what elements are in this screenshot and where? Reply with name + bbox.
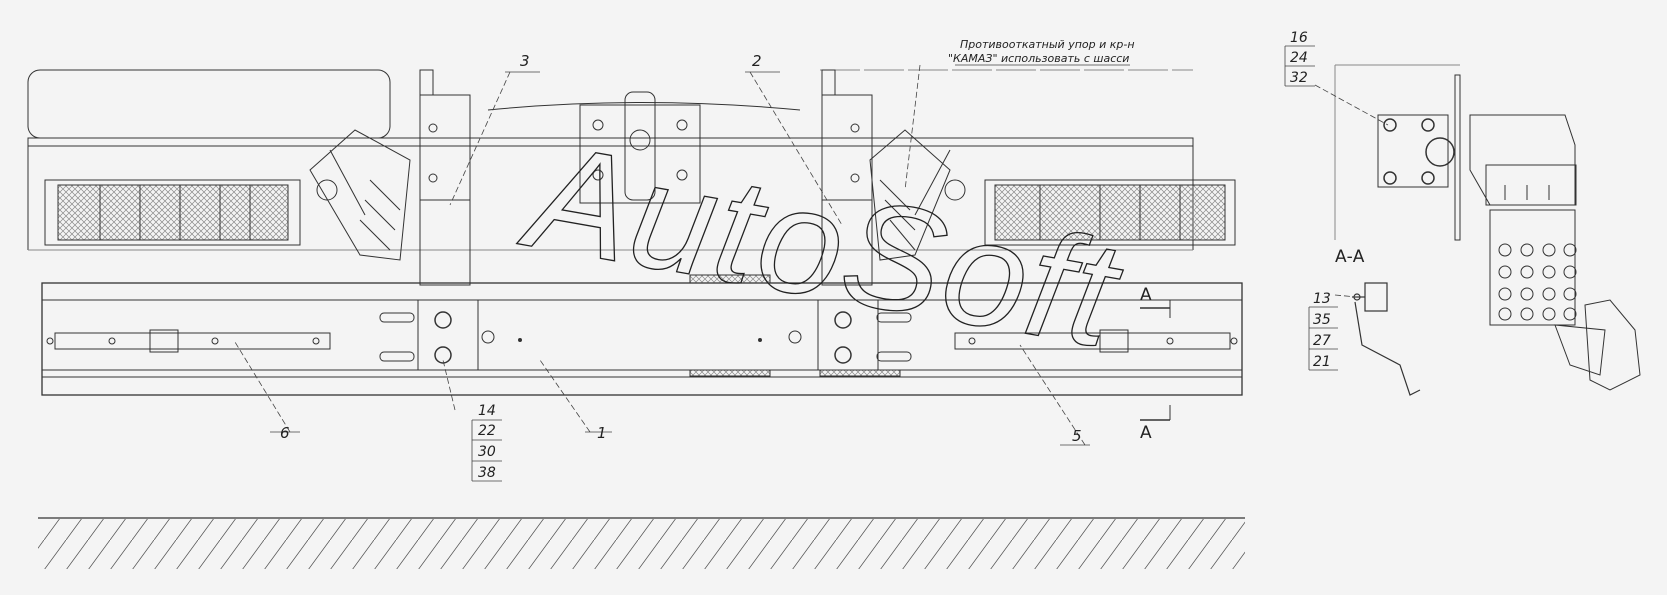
stack-section-item: 13: [1313, 291, 1331, 307]
left-mesh-grille: [57, 184, 289, 241]
section-view: [1352, 282, 1421, 396]
stack-top-item: 16: [1290, 30, 1308, 46]
note-line-2: "КАМАЗ" использовать с шасси: [948, 52, 1129, 65]
right-step-rail: [954, 332, 1231, 350]
stack-left: 14 22 30 38: [478, 403, 496, 481]
upper-frame-band: [27, 137, 1194, 147]
note-line-1: Противооткатный упор и кр-н: [960, 38, 1135, 51]
stack-left-item: 30: [478, 444, 496, 460]
stack-section: 13 35 27 21: [1313, 291, 1331, 370]
leader-lines: [234, 64, 1389, 446]
section-profile: [1354, 301, 1421, 396]
section-title: А-А: [1335, 247, 1365, 267]
hitch-bolt: [676, 169, 688, 181]
side-view: [1334, 64, 1641, 391]
labels: 3 2 1 6 5: [280, 52, 1082, 445]
callout-2: 2: [752, 52, 762, 70]
bumper-beam: [41, 282, 1243, 396]
stack-left-item: 14: [478, 403, 496, 419]
right-mount-plate: [817, 299, 879, 371]
left-wheel-chock: [309, 129, 411, 261]
ground-line: [38, 517, 1245, 569]
stack-left-item: 38: [478, 465, 496, 481]
hitch-bolt: [592, 119, 604, 131]
left-step-rail: [54, 332, 331, 350]
hitch-bolt: [592, 169, 604, 181]
left-radiator-frame: [44, 179, 301, 246]
side-pivot: [1425, 137, 1455, 167]
stack-section-item: 27: [1313, 333, 1331, 349]
right-mesh-grille: [994, 184, 1226, 241]
hitch-pin: [629, 129, 651, 151]
center-arc: [487, 102, 801, 111]
right-radiator-frame: [984, 179, 1236, 246]
section-mark-top: А: [1140, 285, 1152, 305]
left-top-rail: [27, 69, 391, 139]
main-view: [27, 69, 1243, 421]
section-block: [1364, 282, 1388, 312]
stack-top: 16 24 32: [1290, 30, 1308, 86]
hitch-hook: [624, 91, 656, 201]
stack-top-item: 24: [1290, 50, 1308, 66]
callout-5: 5: [1072, 427, 1082, 445]
hitch-plate: [579, 104, 701, 204]
section-mark-bottom: А: [1140, 423, 1152, 443]
stack-left-item: 22: [478, 423, 496, 439]
left-mount-plate: [417, 299, 479, 371]
left-bracket: [419, 94, 471, 201]
right-wheel-chock: [869, 129, 951, 261]
stack-top-item: 32: [1290, 70, 1308, 86]
side-mount-plate: [1377, 114, 1449, 188]
stack-section-item: 35: [1313, 312, 1331, 328]
callout-3: 3: [520, 52, 530, 70]
side-chock: [1584, 299, 1641, 391]
stack-section-item: 21: [1313, 354, 1331, 370]
hitch-bolt: [676, 119, 688, 131]
callout-1: 1: [597, 424, 607, 442]
side-step-plate: [1489, 209, 1576, 326]
callout-6: 6: [280, 424, 290, 442]
